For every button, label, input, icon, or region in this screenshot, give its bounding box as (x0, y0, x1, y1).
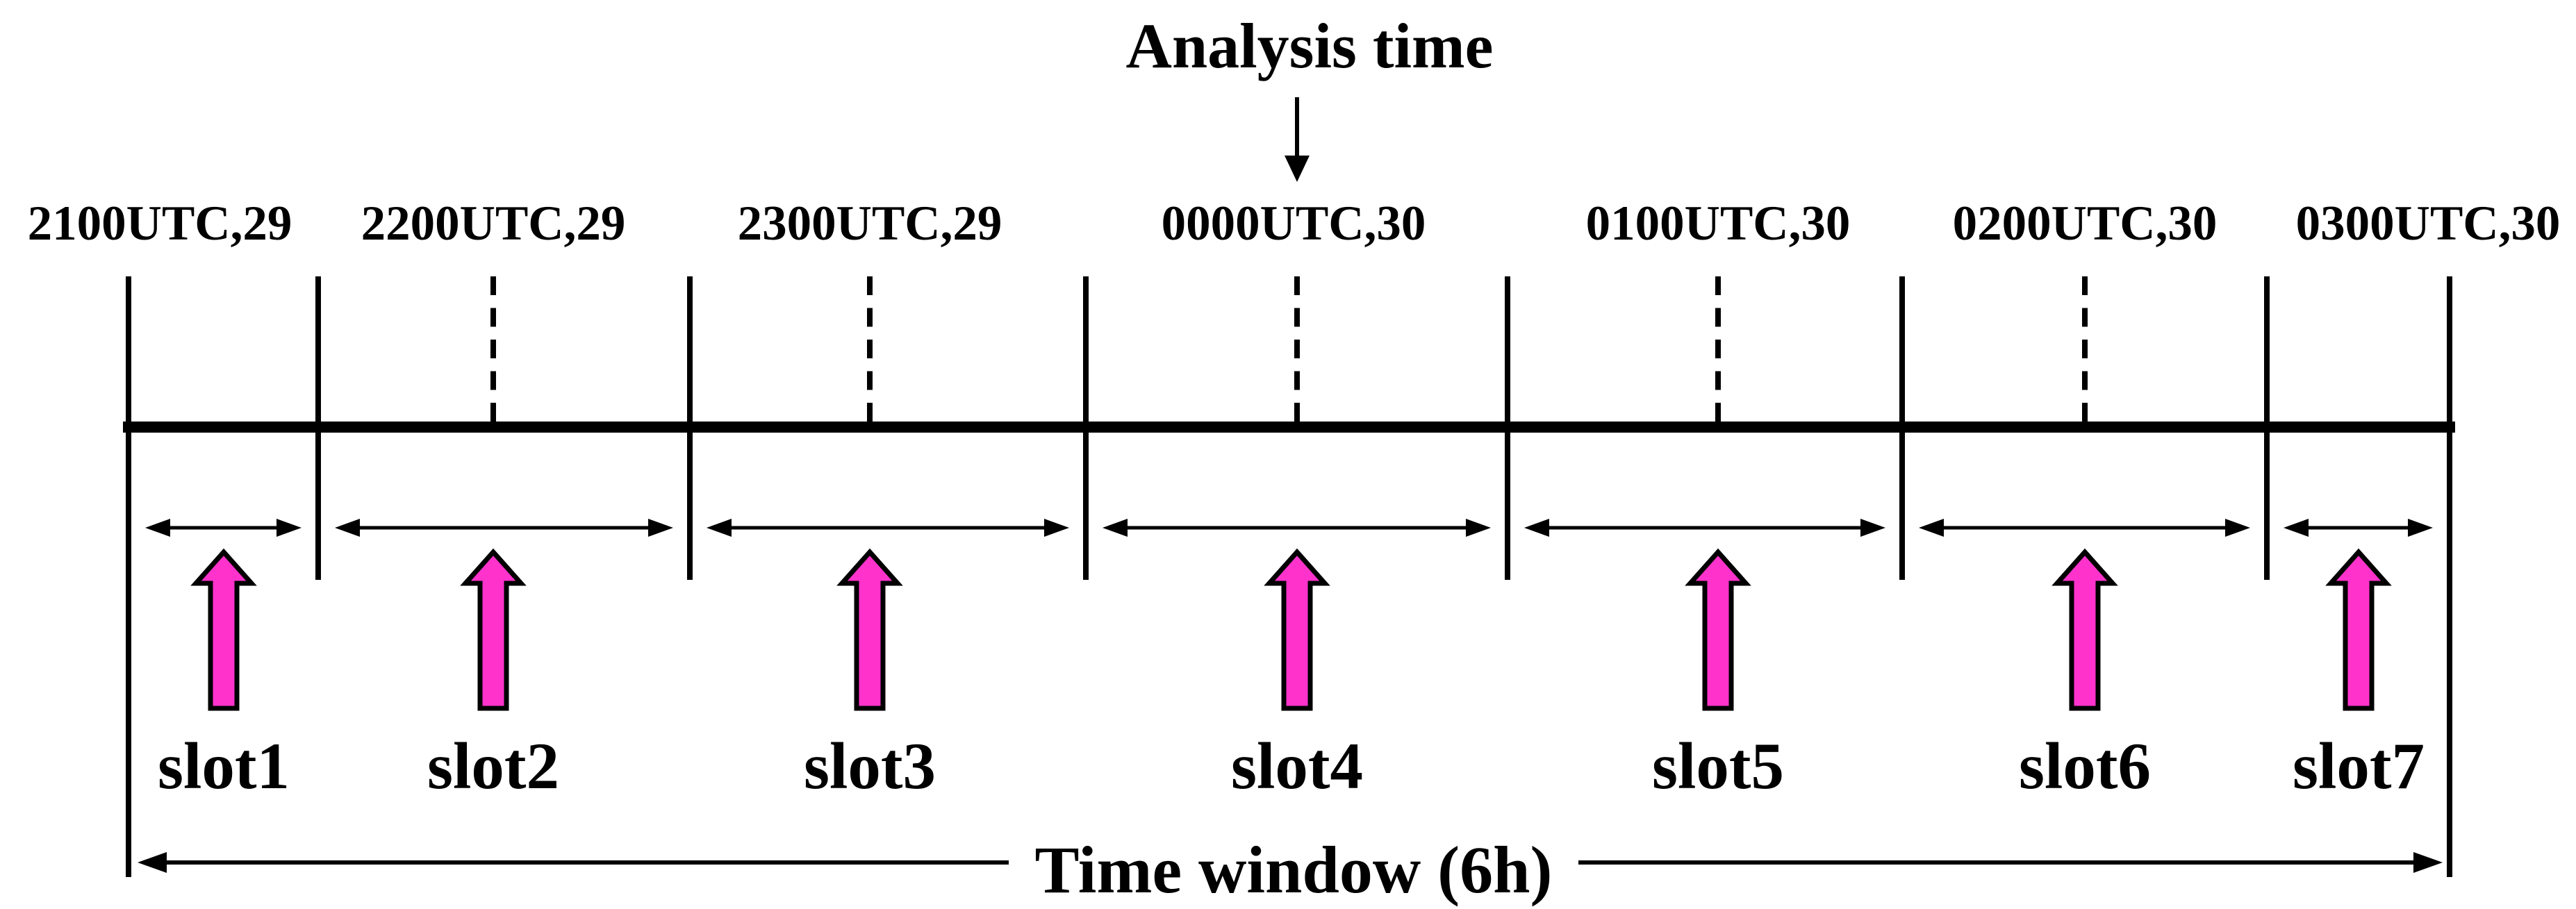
time-labels-row: 2100UTC,29 2200UTC,29 2300UTC,29 0000UTC,30… (28, 197, 2561, 251)
range-arrowhead-left-icon (1524, 519, 1549, 537)
up-arrow-icon-slot7 (2325, 548, 2392, 711)
analysis-arrow-head-icon (1285, 156, 1310, 182)
slot-labels-row: slot1 slot2 slot3 slot4 slot5 slot6 slot7 (158, 729, 2425, 803)
range-arrowhead-left-icon (2284, 519, 2309, 537)
window-arrowhead-right-icon (2413, 852, 2443, 873)
label-slot6: slot6 (2019, 729, 2151, 803)
up-arrow-icon-slot6 (2051, 548, 2118, 711)
time-label-0100: 0100UTC,30 (1586, 197, 1851, 251)
range-arrowhead-right-icon (648, 519, 673, 537)
time-label-2300: 2300UTC,29 (738, 197, 1002, 251)
slot-up-arrows (190, 548, 2392, 711)
label-slot4: slot4 (1231, 729, 1363, 803)
label-slot3: slot3 (804, 729, 936, 803)
range-arrowhead-right-icon (1466, 519, 1491, 537)
range-arrowhead-left-icon (707, 519, 732, 537)
range-arrowhead-right-icon (2225, 519, 2250, 537)
range-arrowhead-right-icon (1044, 519, 1069, 537)
range-arrowhead-left-icon (1919, 519, 1944, 537)
up-arrow-icon-slot2 (460, 548, 527, 711)
up-arrow-icon-slot1 (190, 548, 257, 711)
label-slot5: slot5 (1652, 729, 1784, 803)
analysis-time-arrow (1285, 97, 1310, 182)
up-arrow-icon-slot5 (1685, 548, 1751, 711)
time-window-label: Time window (6h) (1035, 833, 1553, 907)
label-slot2: slot2 (427, 729, 559, 803)
range-arrowhead-left-icon (145, 519, 170, 537)
range-arrowhead-right-icon (2408, 519, 2433, 537)
time-label-0200: 0200UTC,30 (1953, 197, 2218, 251)
range-arrowhead-left-icon (335, 519, 360, 537)
label-slot7: slot7 (2293, 729, 2425, 803)
range-arrowhead-right-icon (1860, 519, 1885, 537)
time-window-arrow: Time window (6h) (138, 833, 2443, 907)
time-label-2100: 2100UTC,29 (28, 197, 292, 251)
range-arrowhead-right-icon (276, 519, 302, 537)
up-arrow-icon-slot3 (836, 548, 903, 711)
range-arrowhead-left-icon (1103, 519, 1128, 537)
window-arrowhead-left-icon (138, 852, 167, 873)
up-arrow-icon-slot4 (1264, 548, 1330, 711)
time-label-0300: 0300UTC,30 (2296, 197, 2561, 251)
time-label-0000: 0000UTC,30 (1162, 197, 1426, 251)
label-slot1: slot1 (158, 729, 290, 803)
slot-range-arrows (145, 519, 2433, 537)
time-label-2200: 2200UTC,29 (361, 197, 626, 251)
analysis-time-label: Analysis time (1126, 10, 1494, 81)
